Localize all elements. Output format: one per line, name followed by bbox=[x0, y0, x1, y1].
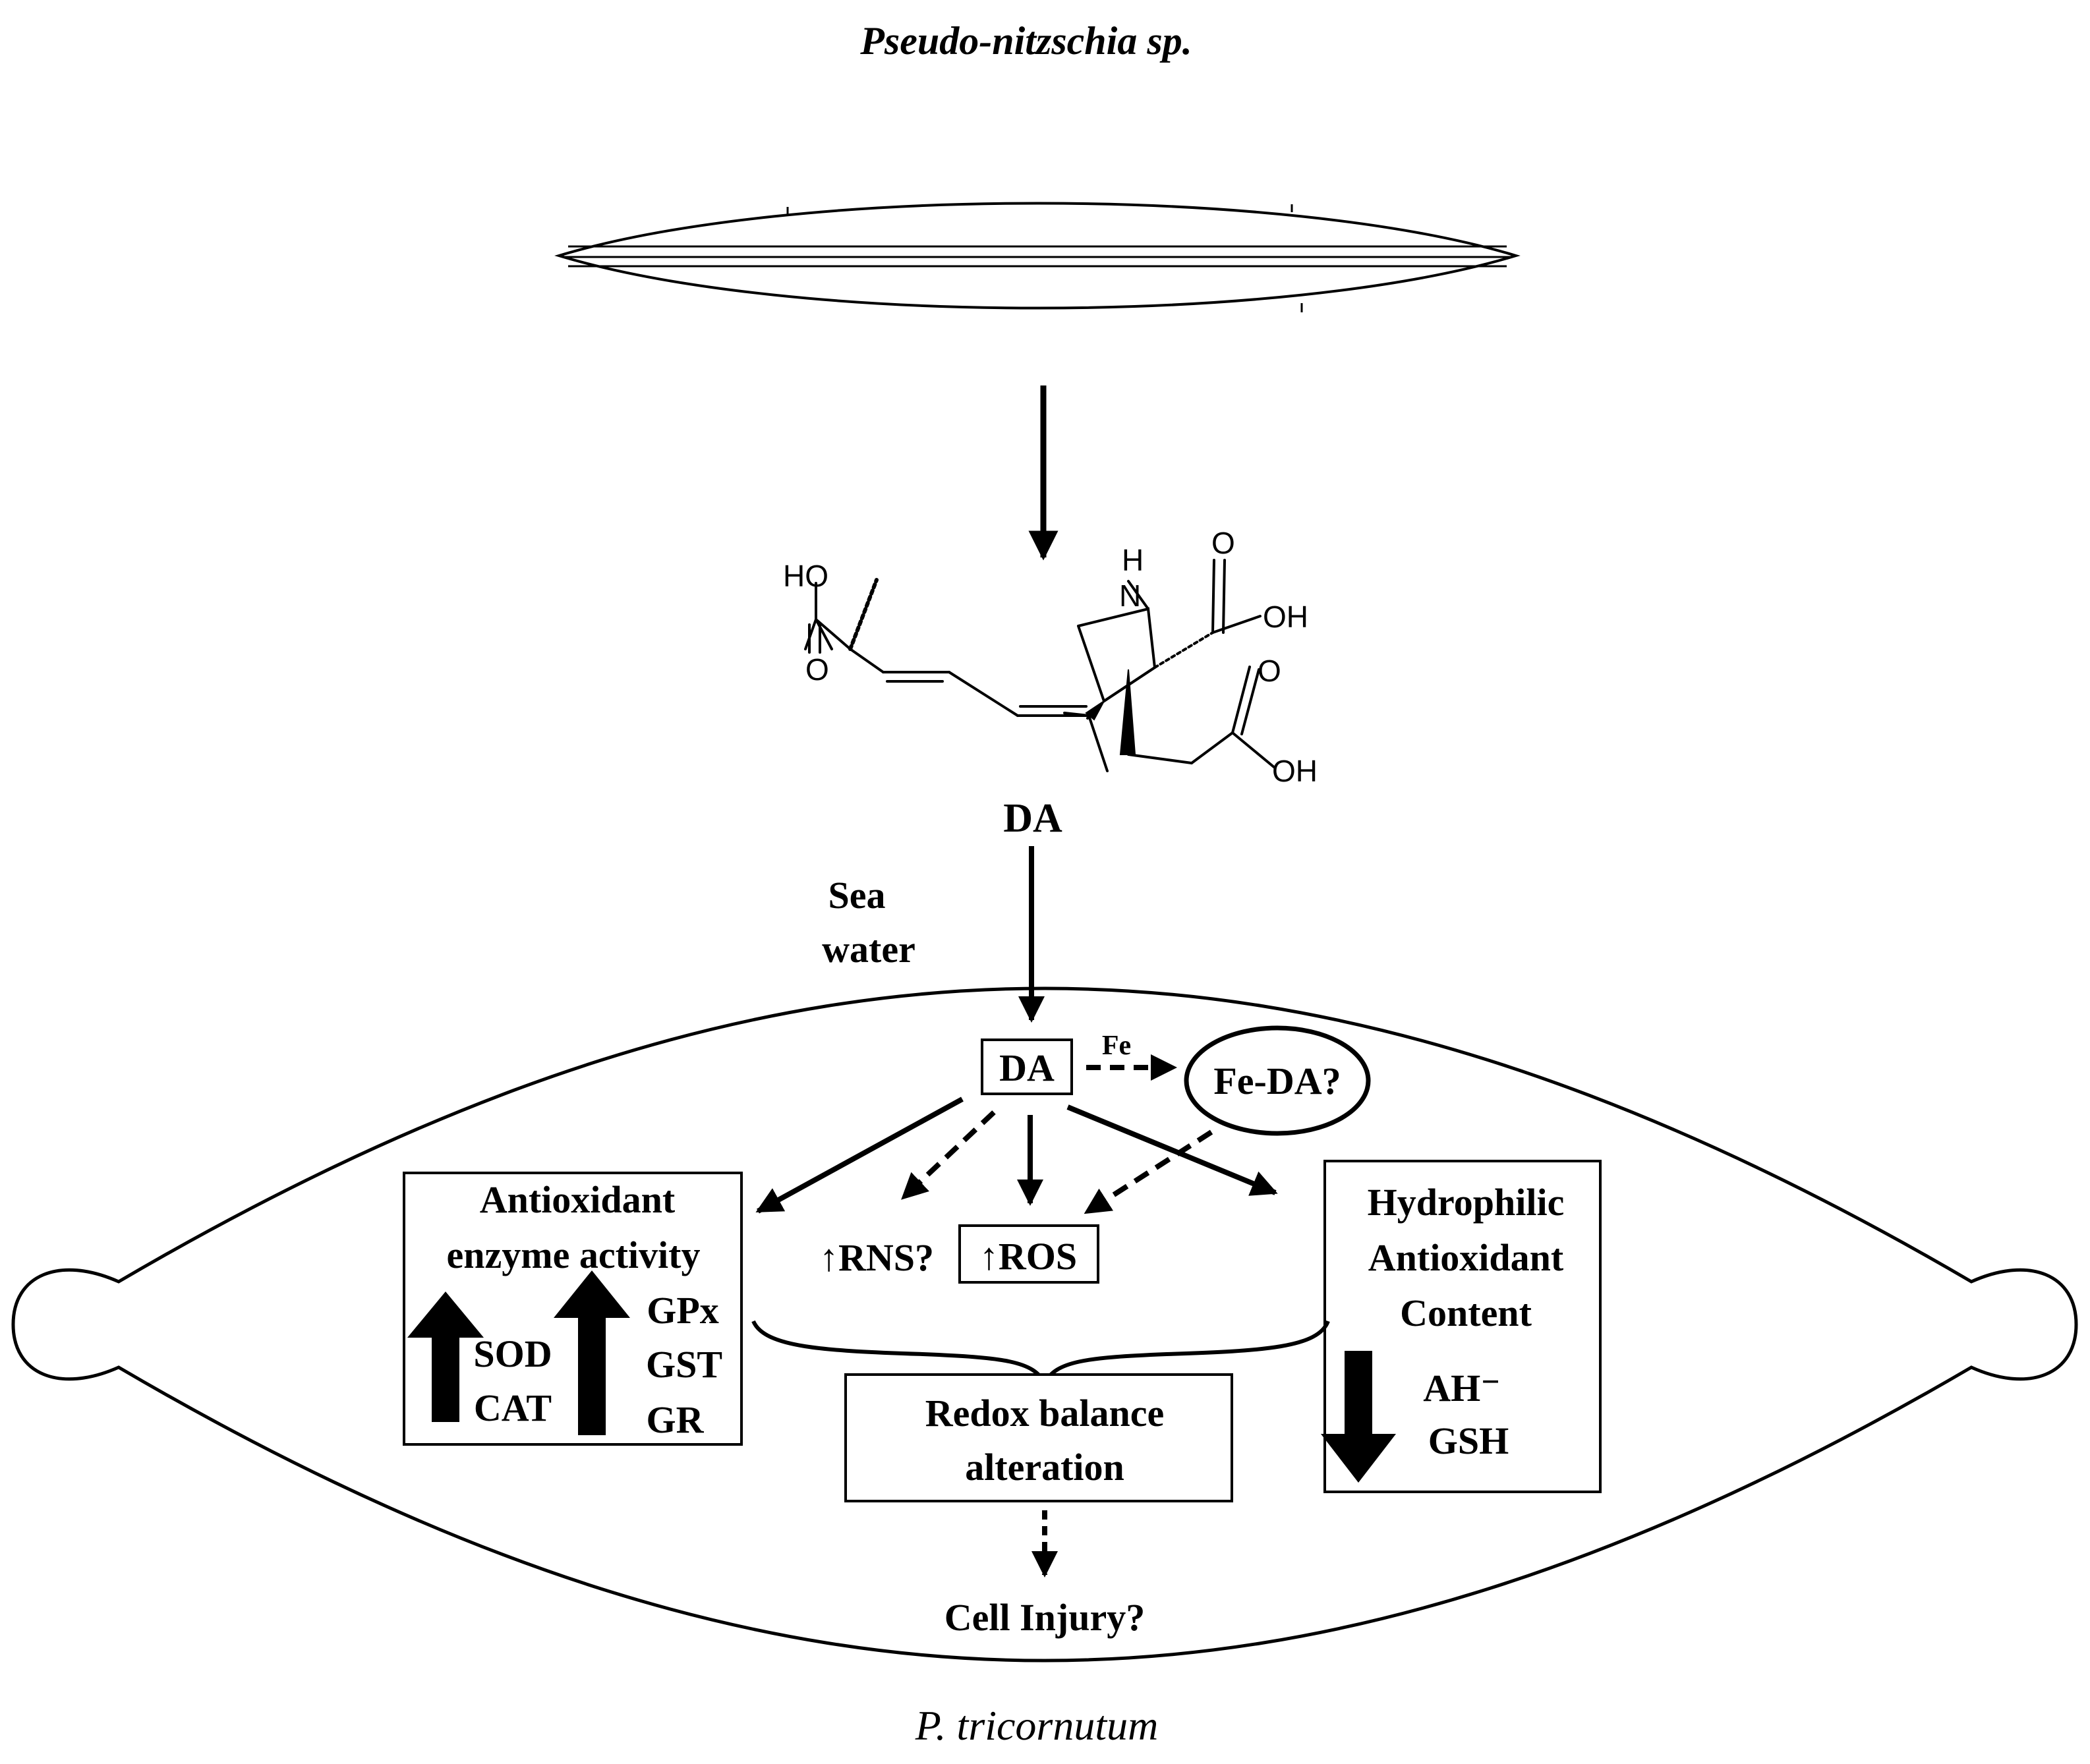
o-top-label: O bbox=[1211, 526, 1235, 560]
medium-label-line1: Sea bbox=[828, 874, 886, 917]
enzyme-item-gpx: GPx bbox=[647, 1289, 719, 1332]
medium-label-line2: water bbox=[822, 928, 915, 971]
ho-left-label: HO bbox=[783, 559, 828, 593]
arrow-da-to-hydrophilic bbox=[1066, 1104, 1278, 1196]
iron-complex-label: Fe-DA? bbox=[1213, 1060, 1341, 1102]
toxin-name-label: DA bbox=[1003, 796, 1062, 841]
rns-label: ↑RNS? bbox=[819, 1236, 934, 1279]
iron-complex-ellipse bbox=[1184, 1025, 1371, 1136]
enzyme-box-title-line1: Antioxidant bbox=[480, 1178, 676, 1221]
intracellular-da-label: DA bbox=[999, 1046, 1055, 1089]
cell-injury-label: Cell Injury? bbox=[944, 1596, 1146, 1639]
enzyme-item-sod: SOD bbox=[473, 1332, 552, 1375]
target-organism-label: P. tricornutum bbox=[915, 1702, 1159, 1749]
enzyme-item-cat: CAT bbox=[474, 1386, 552, 1429]
source-organism-label: Pseudo-nitzschia sp. bbox=[859, 19, 1192, 63]
n-ring-label: N bbox=[1119, 579, 1141, 613]
ros-label: ↑ROS bbox=[979, 1235, 1077, 1278]
oh-top-label: OH bbox=[1263, 600, 1308, 634]
domoic-acid-atom-labels: HO O N H O OH O OH bbox=[783, 526, 1318, 788]
enzyme-item-gst: GST bbox=[646, 1343, 722, 1386]
arrow-feda-to-ros bbox=[1084, 1129, 1213, 1215]
intracellular-da-box bbox=[981, 1038, 1073, 1095]
enzyme-up-arrow-1 bbox=[407, 1292, 484, 1422]
hydrophilic-item-gsh: GSH bbox=[1428, 1419, 1509, 1462]
redox-box-line2: alteration bbox=[965, 1446, 1124, 1489]
hydrophilic-box-line2: Antioxidant bbox=[1368, 1236, 1564, 1279]
iron-label: Fe bbox=[1102, 1031, 1131, 1061]
oh-bottom-label: OH bbox=[1272, 754, 1318, 788]
enzyme-item-gr: GR bbox=[647, 1398, 705, 1441]
redox-box-line1: Redox balance bbox=[925, 1392, 1165, 1435]
enzyme-up-arrow-2 bbox=[554, 1270, 630, 1435]
p-tricornutum-cell bbox=[11, 986, 2078, 1663]
hydrophilic-box-line3: Content bbox=[1400, 1292, 1532, 1334]
domoic-acid-structure bbox=[804, 559, 1276, 772]
hydrophilic-down-arrow bbox=[1321, 1351, 1396, 1483]
hydrophilic-item-ah: AH⁻ bbox=[1423, 1367, 1501, 1409]
pseudo-nitzschia-cell bbox=[554, 202, 1521, 312]
hydrophilic-box-line1: Hydrophilic bbox=[1368, 1181, 1565, 1224]
enzyme-box-title-line2: enzyme activity bbox=[447, 1234, 701, 1276]
h-ring-label: H bbox=[1122, 543, 1144, 577]
ros-box bbox=[958, 1224, 1099, 1284]
redox-alteration-box bbox=[844, 1373, 1233, 1502]
arrow-da-to-enzymes bbox=[755, 1096, 964, 1214]
o-left-label: O bbox=[805, 652, 829, 687]
o-bottom-label: O bbox=[1258, 654, 1281, 688]
enzyme-activity-box bbox=[403, 1172, 743, 1446]
arrow-da-to-rns bbox=[901, 1110, 996, 1200]
